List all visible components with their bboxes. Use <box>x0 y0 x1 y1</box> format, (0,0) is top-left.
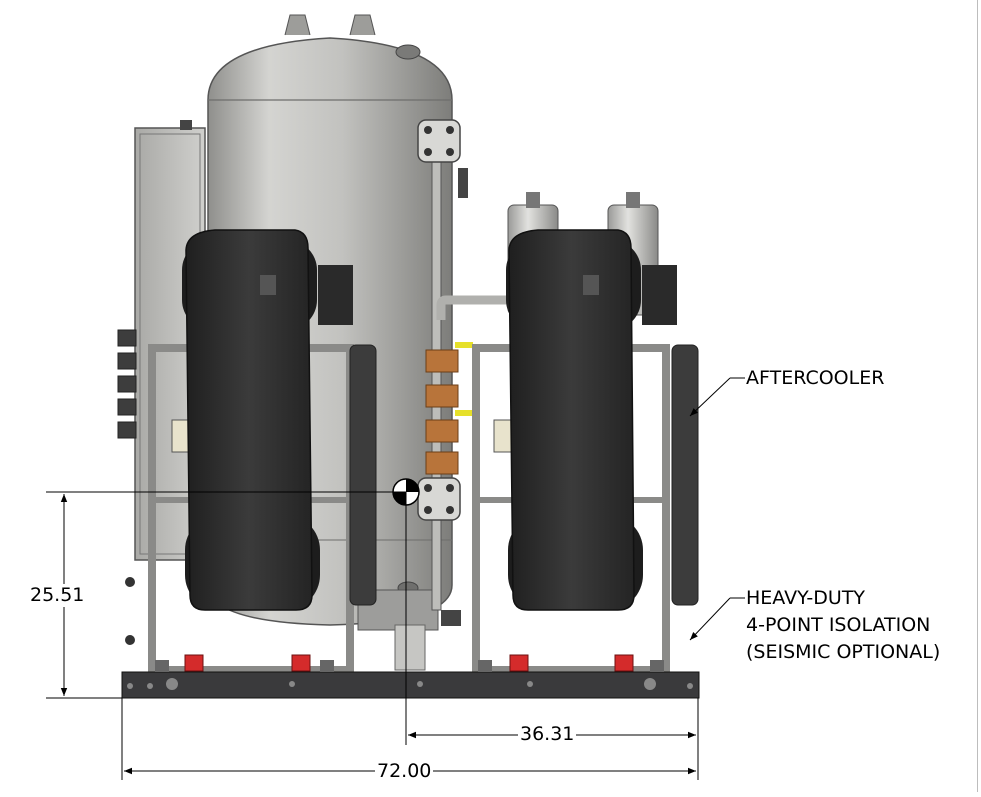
width-dimension-label: 72.00 <box>375 760 434 783</box>
compressor-module-left <box>148 229 377 674</box>
compressor-module-right <box>472 192 699 674</box>
isolation-callout-line-3: (SEISMIC OPTIONAL) <box>746 641 941 663</box>
piping <box>417 119 520 626</box>
sheet-border <box>977 0 978 792</box>
offset-dimension-label: 36.31 <box>518 723 577 746</box>
height-dimension-label: 25.51 <box>28 584 87 607</box>
isolation-callout-line-1: HEAVY-DUTY <box>746 587 866 609</box>
isolation-callout-line-2: 4-POINT ISOLATION <box>746 614 931 636</box>
base-skid <box>121 654 700 699</box>
aftercooler-callout: AFTERCOOLER <box>746 367 885 389</box>
